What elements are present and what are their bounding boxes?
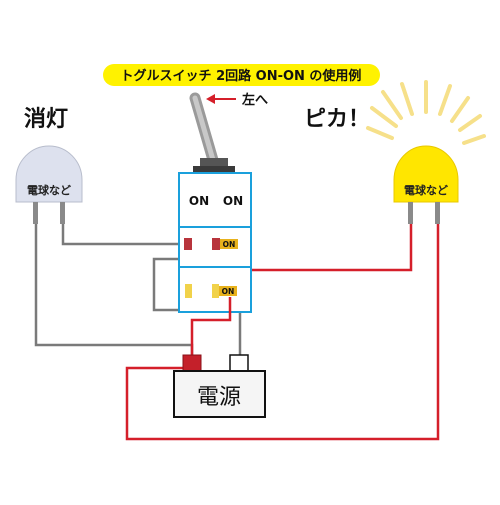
circuit-1-contacts: ON [184, 238, 238, 250]
on-state-label: ピカ！ [304, 107, 370, 132]
power-supply: 電源 [173, 354, 266, 418]
toggle-switch: ON ON ON ON [178, 172, 252, 313]
bulb-off-label: 電球など [27, 183, 71, 197]
contact-on-bottom: ON [222, 287, 235, 296]
bulb-off: 電球など [15, 145, 83, 224]
lever-label: 左へ [242, 92, 268, 108]
title-banner: トグルスイッチ 2回路 ON-ON の使用例 [103, 64, 380, 86]
power-label: 電源 [197, 385, 241, 410]
bulb-on-label: 電球など [404, 183, 448, 197]
circuit-2-contacts: ON [185, 284, 237, 298]
switch-on-right: ON [223, 194, 243, 208]
bulb-on: 電球など [393, 145, 459, 224]
red-wire-switch-to-battery [190, 297, 232, 357]
light-rays [366, 80, 486, 145]
toggle-lever [189, 92, 235, 175]
switch-on-left: ON [189, 194, 209, 208]
contact-on-top: ON [223, 240, 236, 249]
off-state-label: 消灯 [24, 107, 68, 132]
title-text: トグルスイッチ 2回路 ON-ON の使用例 [121, 68, 362, 84]
lever-direction: 左へ [206, 92, 268, 108]
